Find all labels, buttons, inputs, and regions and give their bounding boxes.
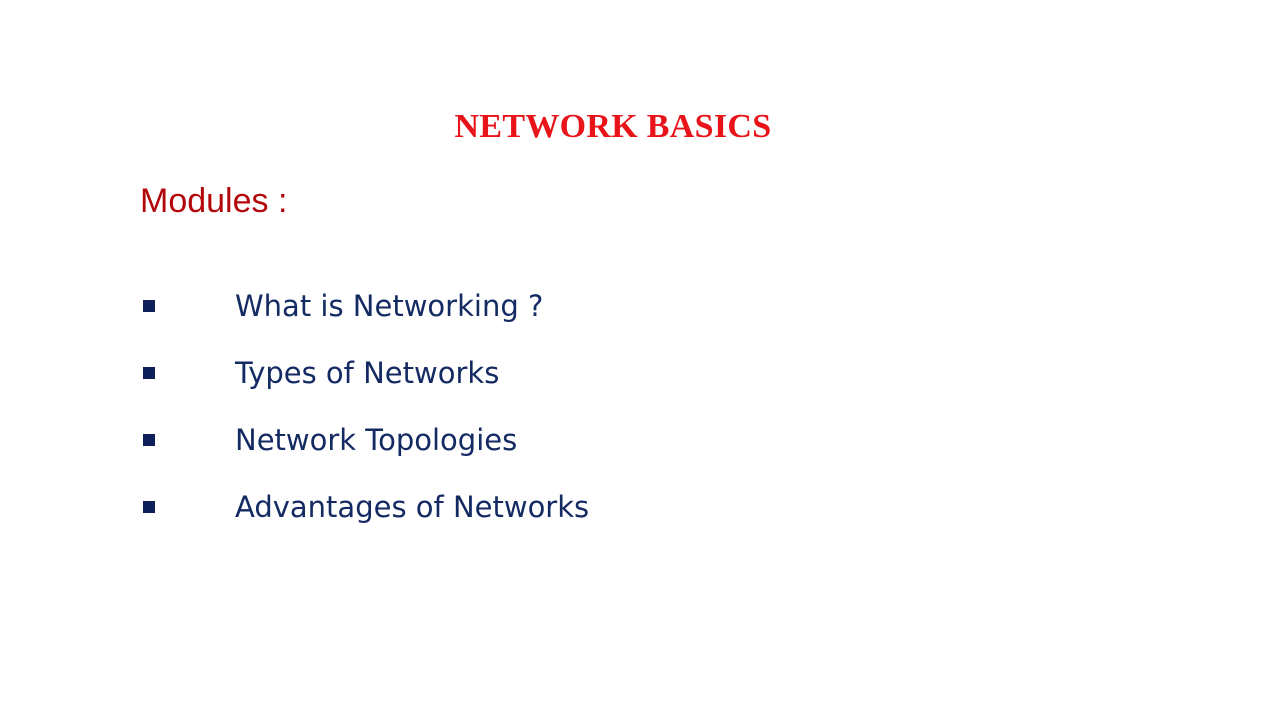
slide-title: NETWORK BASICS xyxy=(454,108,772,145)
list-item-label: Advantages of Networks xyxy=(235,490,590,524)
square-bullet-icon xyxy=(143,300,155,312)
square-bullet-icon xyxy=(143,434,155,446)
list-item-label: Network Topologies xyxy=(235,423,518,457)
square-bullet-icon xyxy=(143,501,155,513)
list-item-label: Types of Networks xyxy=(235,356,500,390)
square-bullet-icon xyxy=(143,367,155,379)
modules-heading: Modules : xyxy=(140,182,288,220)
list-item-label: What is Networking ? xyxy=(235,289,544,323)
